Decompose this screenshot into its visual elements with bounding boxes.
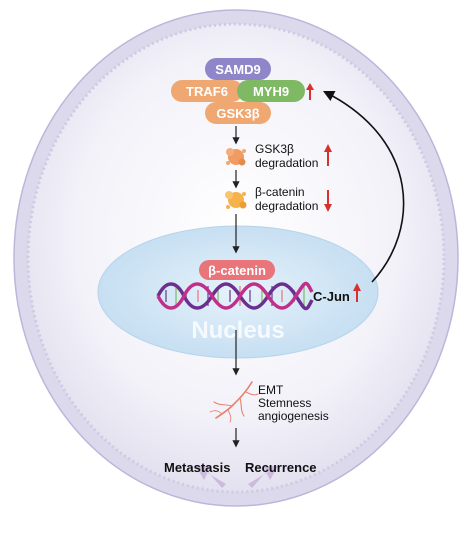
- cjun-label: C-Jun: [313, 289, 350, 304]
- myh9-up-arrow: [306, 83, 314, 100]
- bcatenin-degradation-line1: β-catenin: [255, 185, 305, 199]
- outcome-stemness: Stemness: [258, 396, 311, 410]
- bcatenin-degradation-line2: degradation: [255, 199, 318, 213]
- outcome-metastasis: Metastasis: [164, 460, 230, 475]
- gsk3b-pill-label: GSK3β: [216, 106, 259, 121]
- samd9-label: SAMD9: [215, 62, 261, 77]
- traf6-label: TRAF6: [186, 84, 228, 99]
- outcome-emt: EMT: [258, 383, 284, 397]
- protein-complex: SAMD9 TRAF6 MYH9 GSK3β: [171, 58, 305, 124]
- outcome-angiogenesis: angiogenesis: [258, 409, 329, 423]
- bcatenin-pill-label: β-catenin: [208, 263, 266, 278]
- gsk3b-up-arrow: [324, 144, 332, 166]
- gsk3b-degradation-icon: [226, 148, 246, 166]
- myh9-pill: [237, 80, 305, 102]
- gsk3b-degradation-line1: GSK3β: [255, 142, 294, 156]
- myh9-label: MYH9: [253, 84, 289, 99]
- traf6-pill: [171, 80, 243, 102]
- bcatenin-degradation-icon: [225, 191, 247, 209]
- bcatenin-pill: [199, 260, 275, 280]
- nucleus-label: Nucleus: [191, 317, 284, 344]
- outcome-recurrence: Recurrence: [245, 460, 317, 475]
- samd9-pill: [205, 58, 271, 80]
- feedback-arrow: [323, 90, 405, 283]
- bcatenin-down-arrow: [324, 190, 332, 212]
- gsk3b-degradation-line2: degradation: [255, 156, 318, 170]
- angiogenesis-vessel-icon: [209, 381, 259, 423]
- cjun-up-arrow: [353, 283, 361, 302]
- gsk3b-pill: [205, 102, 271, 124]
- spread-arrows-icon: [196, 466, 278, 488]
- dna-helix: [156, 281, 314, 311]
